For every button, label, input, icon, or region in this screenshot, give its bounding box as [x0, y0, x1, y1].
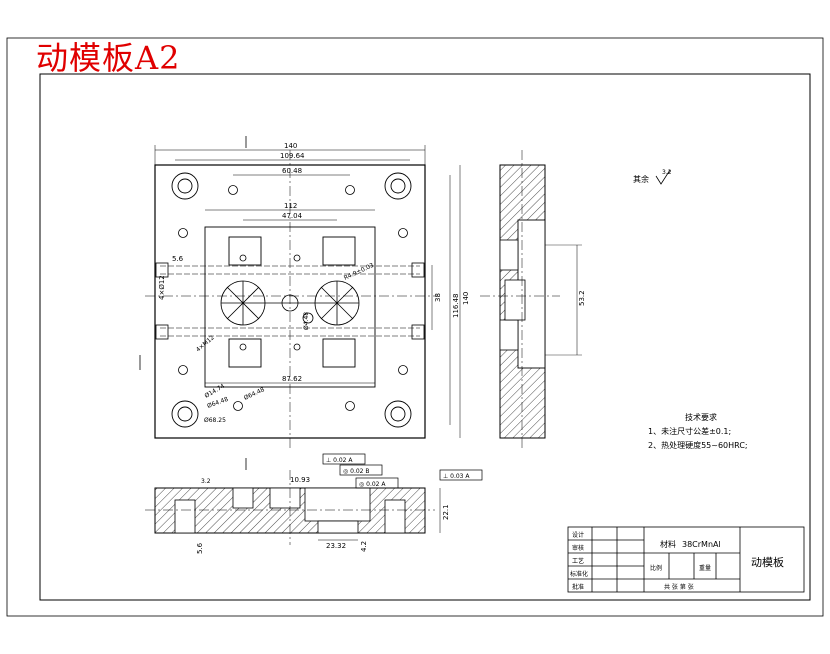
- dim-60: 60.48: [282, 167, 302, 175]
- dim-38: 38: [434, 293, 442, 302]
- surface-rest-label: 其余: [633, 174, 649, 184]
- dim-448: Ø4.48: [303, 312, 310, 330]
- dim-5-6-bottom: 5.6: [196, 542, 204, 554]
- title-block: [567, 526, 805, 593]
- tech-item-2: 2、热处理硬度55~60HRC;: [648, 440, 748, 450]
- inner-frame: [39, 73, 811, 601]
- tb-row-review: 审核: [572, 544, 584, 552]
- tb-row-design: 设计: [572, 531, 584, 539]
- roughness-icon: [655, 169, 671, 185]
- dim-112: 112: [284, 202, 297, 210]
- tb-row-approve: 批准: [572, 583, 584, 591]
- gdt-4: ⊥ 0.03 A: [443, 473, 470, 480]
- outer-frame: [6, 37, 824, 617]
- dim-22-1: 22.1: [442, 504, 450, 520]
- dim-87: 87.62: [282, 375, 302, 383]
- dim-10-93: 10.93: [290, 476, 310, 484]
- dim-4-2: 4.2: [360, 541, 368, 552]
- tech-heading: 技术要求: [685, 412, 717, 422]
- dim-23-32: 23.32: [326, 542, 346, 550]
- plan-view: 140 109.64 60.48 112 47.04 87.62 116.48 …: [139, 136, 470, 470]
- tb-row-process: 工艺: [572, 557, 584, 565]
- tb-row-standard: 标准化: [570, 570, 588, 578]
- tech-item-1: 1、未注尺寸公差±0.1;: [648, 426, 731, 436]
- material-value: 38CrMnAl: [682, 540, 721, 549]
- roughness-bottom: 3.2: [201, 478, 211, 485]
- gdt-2: ◎ 0.02 B: [343, 468, 370, 475]
- dim-109: 109.64: [280, 152, 305, 160]
- dim-53-2: 53.2: [578, 290, 586, 306]
- side-section-view: 53.2: [480, 150, 586, 450]
- gdt-1: ⊥ 0.02 A: [326, 457, 353, 464]
- dim-140-right: 140: [462, 292, 470, 305]
- dim-140-top: 140: [284, 142, 297, 150]
- dim-64-48b: Ø64.48: [243, 386, 266, 402]
- surface-value: 3.2: [662, 169, 672, 176]
- dim-116: 116.48: [452, 294, 460, 319]
- bottom-section-view: [145, 470, 441, 545]
- dim-68-25: Ø68.25: [204, 417, 226, 424]
- material-label: 材料: [660, 539, 676, 549]
- gdt-3: ◎ 0.02 A: [359, 481, 386, 488]
- dim-4x12: 4×Ø12: [158, 275, 166, 300]
- dim-47: 47.04: [282, 212, 303, 220]
- sheet-text: 共 张 第 张: [664, 583, 694, 591]
- drawing-title: 动模板A2: [36, 39, 181, 77]
- scale-label: 比例: [650, 564, 662, 572]
- dim-5-6: 5.6: [172, 255, 184, 263]
- part-name: 动模板: [751, 555, 784, 569]
- weight-label: 重量: [699, 564, 711, 572]
- gdt-frames: [322, 453, 483, 489]
